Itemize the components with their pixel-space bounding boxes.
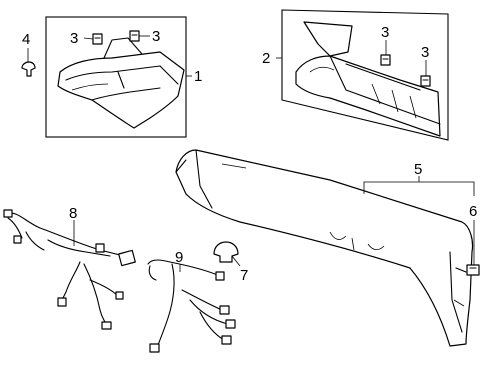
leader-5 [363, 181, 475, 196]
part-5-package-tray [175, 149, 474, 347]
callout-6: 6 [469, 203, 477, 220]
callout-8: 8 [69, 205, 77, 222]
part-2-trim-panel [295, 21, 441, 137]
part-4-push-pin [21, 61, 36, 77]
callout-3c: 3 [381, 24, 389, 41]
part-3-clip-box2-left [380, 54, 391, 66]
callout-5: 5 [414, 161, 422, 178]
callout-1: 1 [194, 68, 202, 85]
callout-2: 2 [262, 50, 270, 67]
detail-box-2-frame [281, 9, 449, 141]
leader-7 [231, 255, 241, 267]
part-3-clip-upper-left [92, 33, 103, 45]
callout-7: 7 [240, 267, 248, 284]
leader-lines [27, 35, 475, 272]
detail-box-1 [45, 16, 187, 138]
detail-box-2 [281, 9, 449, 141]
callout-4: 4 [22, 31, 30, 48]
callout-9: 9 [175, 249, 183, 266]
callout-3a: 3 [70, 30, 78, 47]
part-3-clip-upper-right [129, 30, 140, 42]
part-6-clip [466, 264, 480, 276]
part-1-trim-cover [57, 37, 185, 129]
leader-3a [83, 37, 94, 40]
callout-3b: 3 [152, 28, 160, 45]
callout-3d: 3 [421, 44, 429, 61]
part-8-wire-harness [3, 209, 136, 330]
part-3-clip-box2-right [420, 75, 431, 87]
part-9-wire-harness [147, 259, 236, 353]
callouts: 4 3 3 1 2 3 3 5 6 7 8 9 [22, 24, 477, 284]
part-7-grommet [213, 241, 239, 263]
detail-box-1-frame [45, 16, 187, 138]
